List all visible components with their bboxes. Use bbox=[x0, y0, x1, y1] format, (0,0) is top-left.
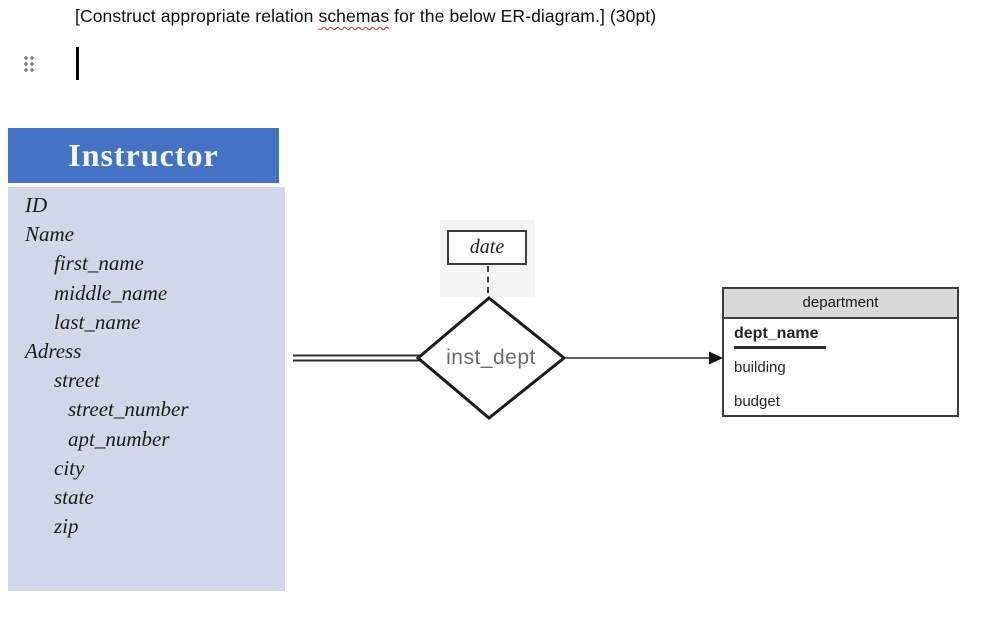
title-prefix: [Construct appropriate relation bbox=[75, 6, 319, 26]
attribute-name: Name bbox=[25, 222, 74, 247]
attribute-last-name: last_name bbox=[54, 309, 141, 334]
arrowhead bbox=[709, 351, 723, 365]
department-column-building: building bbox=[734, 359, 786, 376]
attribute-zip: zip bbox=[54, 514, 79, 539]
department-column-dept-name: dept_name bbox=[734, 325, 827, 349]
instructor-entity-title: Instructor bbox=[8, 128, 279, 183]
exercise-title[interactable]: [Construct appropriate relation schemas … bbox=[75, 6, 656, 27]
text-caret bbox=[76, 47, 79, 80]
attribute-city: city bbox=[54, 455, 85, 480]
attribute-apt-number: apt_number bbox=[68, 426, 170, 451]
misspelled-word: schemas bbox=[318, 6, 390, 26]
instructor-entity: Instructor ID Name first_name middle_nam… bbox=[8, 128, 285, 591]
date-attribute-box: date bbox=[447, 230, 527, 265]
attribute-middle-name: middle_name bbox=[54, 280, 168, 305]
drag-handle-icon[interactable] bbox=[24, 56, 34, 72]
department-table-title: department bbox=[724, 289, 957, 319]
attribute-adress: Adress bbox=[25, 338, 82, 363]
instructor-attribute-list: ID Name first_name middle_name last_name… bbox=[8, 187, 285, 591]
attribute-street-number: street_number bbox=[68, 397, 189, 422]
attribute-street: street bbox=[54, 368, 100, 393]
attribute-state: state bbox=[54, 484, 94, 509]
relationship-name-label: inst_dept bbox=[446, 346, 536, 369]
attribute-id: ID bbox=[25, 193, 48, 217]
attribute-first-name: first_name bbox=[54, 251, 144, 276]
department-column-budget: budget bbox=[734, 393, 780, 410]
department-table: department dept_name building budget bbox=[722, 287, 959, 417]
title-suffix: for the below ER-diagram.] (30pt) bbox=[389, 6, 657, 26]
department-table-body: dept_name building budget bbox=[724, 319, 957, 415]
